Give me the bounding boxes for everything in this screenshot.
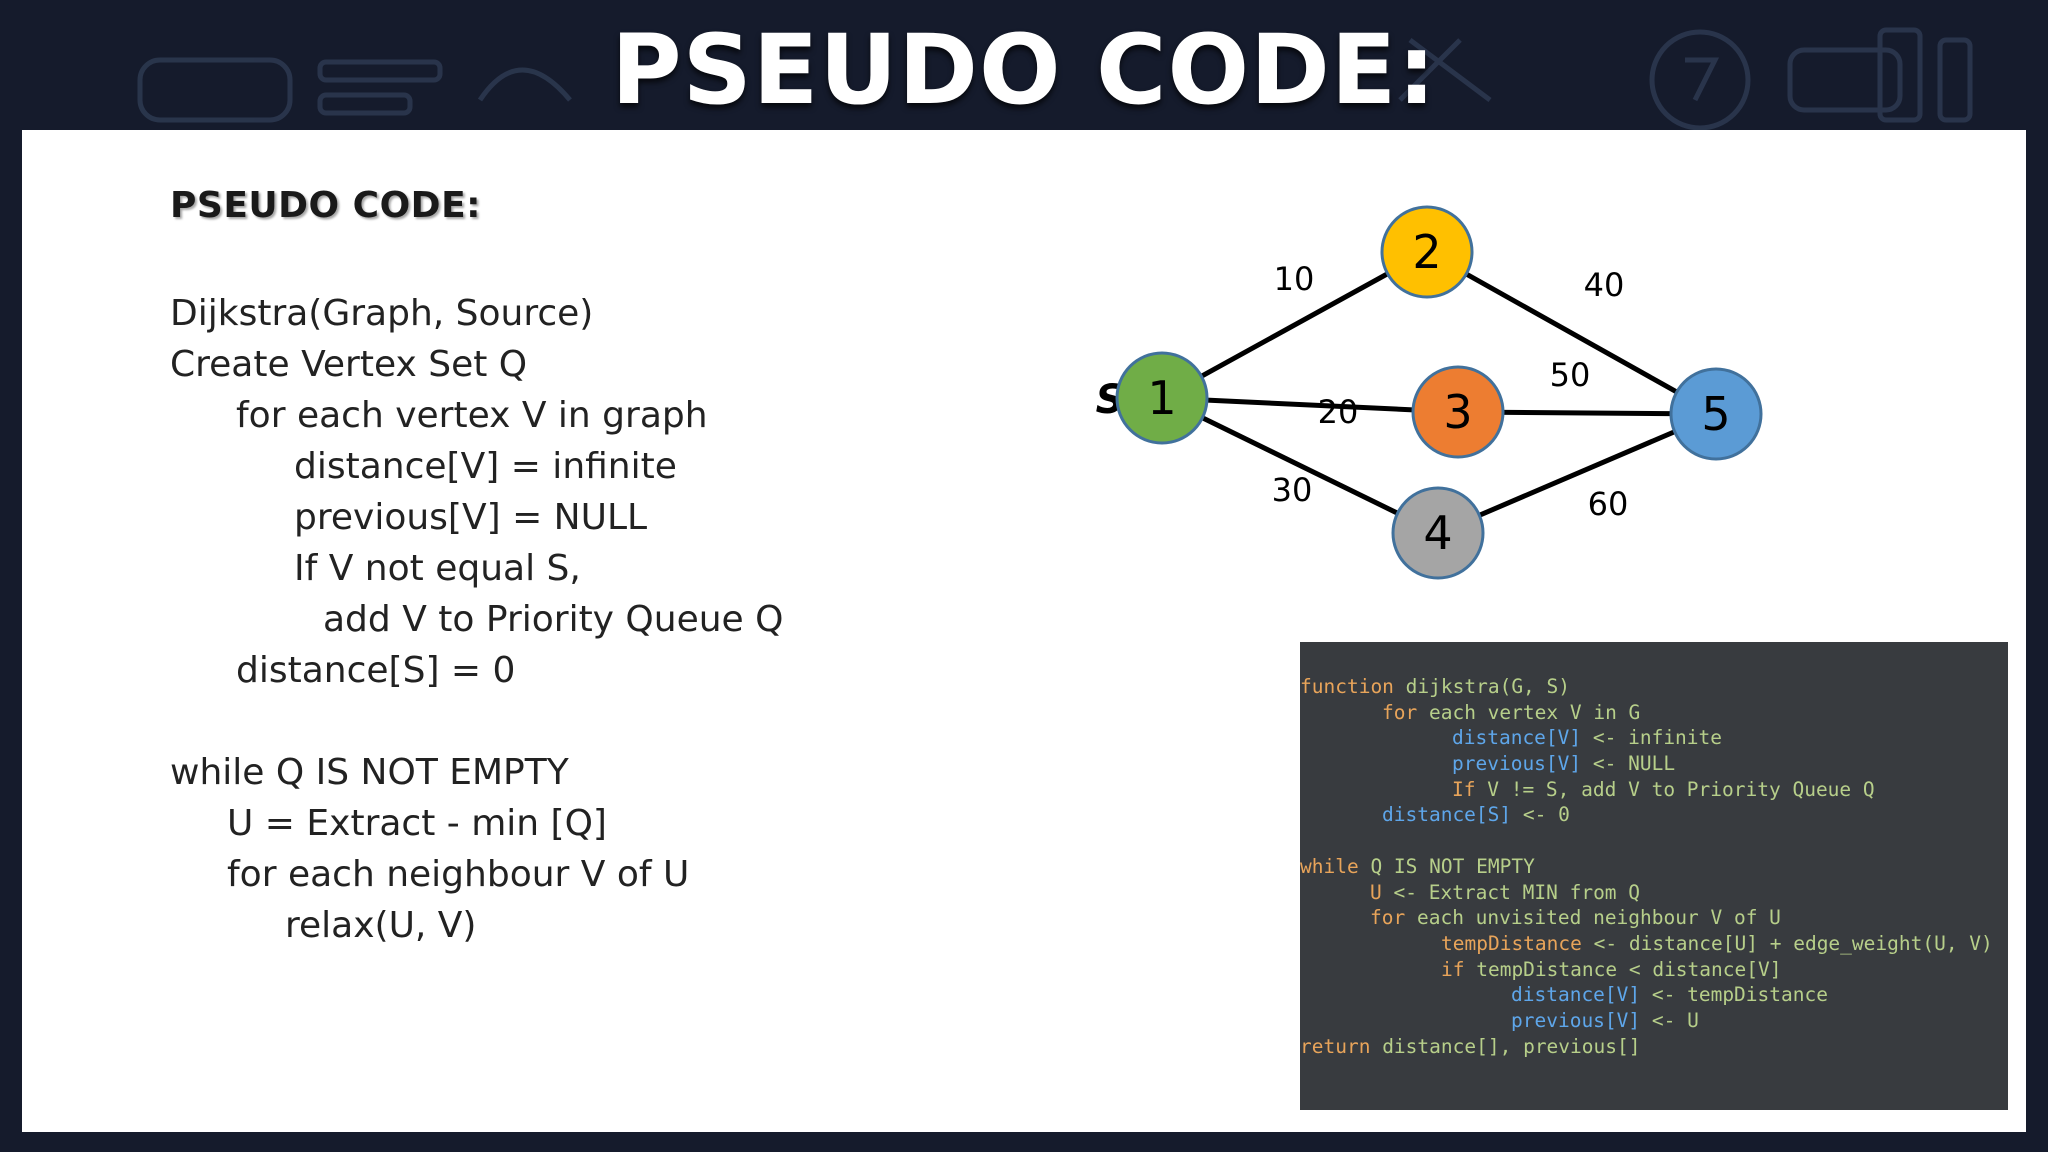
code-text: each unvisited neighbour V of U xyxy=(1405,906,1781,930)
graph-node-1: 1 xyxy=(1115,351,1209,445)
graph-edge-1-2 xyxy=(1160,249,1429,401)
pseudocode-line: Dijkstra(Graph, Source) xyxy=(170,293,594,334)
code-keyword: function xyxy=(1300,675,1394,698)
node-label: 4 xyxy=(1423,506,1452,560)
graph-edge-1-4 xyxy=(1160,395,1440,536)
code-text: each vertex V in G xyxy=(1417,700,1641,724)
code-variable: distance[V] xyxy=(1511,983,1641,1007)
graph-edge-1-3 xyxy=(1161,395,1459,415)
code-keyword: If xyxy=(1452,777,1476,801)
node-label: 1 xyxy=(1147,371,1176,425)
pseudocode-line: for each neighbour V of U xyxy=(227,854,690,895)
graph-node-5: 5 xyxy=(1669,367,1763,461)
code-text: <- U xyxy=(1640,1008,1699,1032)
graph-edge-2-5 xyxy=(1425,249,1718,417)
code-text: <- distance[U] + edge_weight(U, V) xyxy=(1581,931,1993,955)
slide-panel: PSEUDO CODE: Dijkstra(Graph, Source) Cre… xyxy=(22,130,2026,1132)
code-line: for each vertex V in G xyxy=(1300,700,1993,726)
pseudocode-line: distance[S] = 0 xyxy=(236,650,516,691)
code-line: distance[S] <- 0 xyxy=(1300,802,1993,828)
graph-diagram: 10 20 30 40 50 60 S 1 2 3 4 5 xyxy=(1096,205,1763,580)
code-line: if tempDistance < distance[V] xyxy=(1300,957,1993,983)
code-line: previous[V] <- NULL xyxy=(1300,751,1993,777)
code-line: distance[V] <- tempDistance xyxy=(1300,982,1993,1008)
pseudocode-line: previous[V] = NULL xyxy=(294,497,648,538)
pseudocode-line: relax(U, V) xyxy=(285,905,477,946)
code-variable: distance[V] xyxy=(1452,726,1582,750)
graph-edge-4-5 xyxy=(1437,411,1717,536)
node-label: 5 xyxy=(1701,387,1730,441)
code-variable: previous[V] xyxy=(1511,1008,1641,1032)
code-keyword: return xyxy=(1300,1034,1371,1058)
node-circle xyxy=(1391,486,1485,580)
code-keyword: tempDistance xyxy=(1441,931,1582,955)
code-line: U <- Extract MIN from Q xyxy=(1300,880,1993,906)
code-keyword: U xyxy=(1370,880,1382,904)
code-line: while Q IS NOT EMPTY xyxy=(1300,854,1993,880)
code-keyword: for xyxy=(1382,700,1418,724)
code-text: <- NULL xyxy=(1581,752,1676,776)
slide-subtitle: PSEUDO CODE: xyxy=(170,185,482,226)
code-text: <- tempDistance xyxy=(1640,983,1828,1007)
edge-weight-1-3: 20 xyxy=(1318,393,1359,431)
code-line: function dijkstra(G, S) xyxy=(1300,674,1993,700)
code-line: If V != S, add V to Priority Queue Q xyxy=(1300,777,1993,803)
code-variable: previous[V] xyxy=(1452,752,1582,776)
code-line: for each unvisited neighbour V of U xyxy=(1300,905,1993,931)
edge-weight-2-5: 40 xyxy=(1584,266,1625,304)
pseudocode-block: Dijkstra(Graph, Source) Create Vertex Se… xyxy=(170,288,783,951)
node-circle xyxy=(1380,205,1474,299)
code-line: tempDistance <- distance[U] + edge_weigh… xyxy=(1300,931,1993,957)
code-text: <- infinite xyxy=(1581,726,1723,750)
edge-weight-1-4: 30 xyxy=(1272,471,1313,509)
graph-node-2: 2 xyxy=(1380,205,1474,299)
node-circle xyxy=(1411,365,1505,459)
code-text: <- 0 xyxy=(1511,803,1570,827)
code-text: distance[], previous[] xyxy=(1370,1034,1641,1058)
code-line: return distance[], previous[] xyxy=(1300,1034,1993,1060)
code-keyword: for xyxy=(1370,906,1406,930)
code-variable: distance[S] xyxy=(1382,803,1512,827)
node-label: 3 xyxy=(1443,385,1472,439)
pseudocode-line: for each vertex V in graph xyxy=(236,395,708,436)
code-panel: function dijkstra(G, S) for each vertex … xyxy=(1300,642,2008,1110)
edge-weight-3-5: 50 xyxy=(1550,356,1591,394)
code-line: previous[V] <- U xyxy=(1300,1008,1993,1034)
node-label: 2 xyxy=(1412,225,1441,279)
pseudocode-line: add V to Priority Queue Q xyxy=(323,599,784,640)
page-title: PSEUDO CODE: xyxy=(611,14,1437,126)
pseudocode-line: Create Vertex Set Q xyxy=(170,344,528,385)
node-circle xyxy=(1115,351,1209,445)
code-text: Q IS NOT EMPTY xyxy=(1358,854,1535,878)
edge-weight-4-5: 60 xyxy=(1588,485,1629,523)
pseudocode-line: distance[V] = infinite xyxy=(294,446,677,487)
code-keyword: if xyxy=(1441,957,1465,981)
pseudocode-line: U = Extract - min [Q] xyxy=(227,803,607,844)
node-circle xyxy=(1669,367,1763,461)
code-text: V != S, add V to Priority Queue Q xyxy=(1475,777,1875,801)
code-text: tempDistance < distance[V] xyxy=(1464,957,1782,981)
code-block: function dijkstra(G, S) for each vertex … xyxy=(1300,674,1993,1059)
code-line: distance[V] <- infinite xyxy=(1300,725,1993,751)
code-text: <- Extract MIN from Q xyxy=(1381,880,1641,904)
code-keyword: while xyxy=(1300,854,1359,878)
graph-node-4: 4 xyxy=(1391,486,1485,580)
pseudocode-line: while Q IS NOT EMPTY xyxy=(170,752,569,793)
graph-node-3: 3 xyxy=(1411,365,1505,459)
code-text: dijkstra(G, S) xyxy=(1393,675,1571,698)
pseudocode-line: If V not equal S, xyxy=(294,548,581,589)
edge-weight-1-2: 10 xyxy=(1274,260,1315,298)
